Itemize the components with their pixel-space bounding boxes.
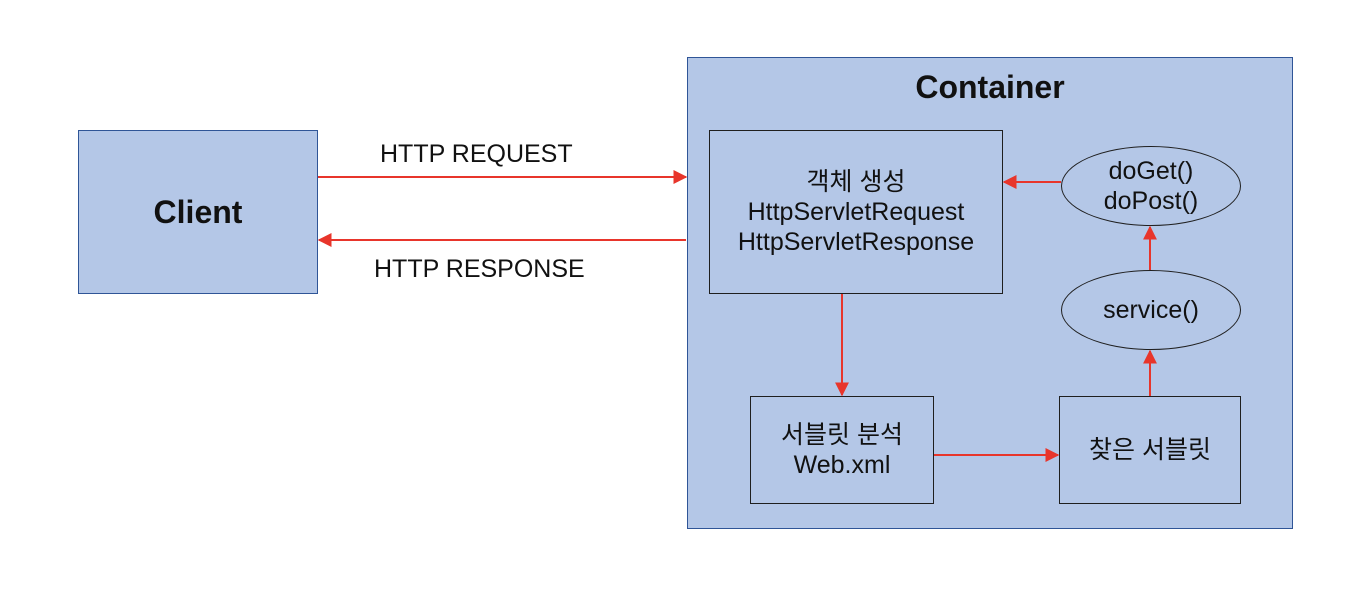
client-label: Client [153, 194, 243, 230]
object-creation-box: 객체 생성 HttpServletRequest HttpServletResp… [709, 130, 1003, 294]
service-ellipse: service() [1061, 270, 1241, 350]
found-servlet-label: 찾은 서블릿 [1089, 436, 1211, 464]
servlet-analysis-label: 서블릿 분석 [781, 421, 903, 449]
servlet-analysis-box: 서블릿 분석 Web.xml [750, 396, 934, 504]
found-servlet-box: 찾은 서블릿 [1059, 396, 1241, 504]
doget-label: doGet() [1108, 157, 1194, 185]
http-request-label: HTTP REQUEST [380, 140, 573, 168]
container-title: Container [915, 69, 1065, 105]
object-creation-label: 객체 생성 [806, 168, 906, 196]
dopost-label: doPost() [1103, 187, 1199, 215]
service-label: service() [1103, 296, 1199, 324]
client-box: Client [78, 130, 318, 294]
http-servlet-response-label: HttpServletResponse [737, 228, 975, 256]
web-xml-label: Web.xml [793, 451, 891, 479]
http-response-label: HTTP RESPONSE [374, 255, 585, 283]
http-servlet-request-label: HttpServletRequest [747, 198, 965, 226]
doget-dopost-ellipse: doGet() doPost() [1061, 146, 1241, 226]
